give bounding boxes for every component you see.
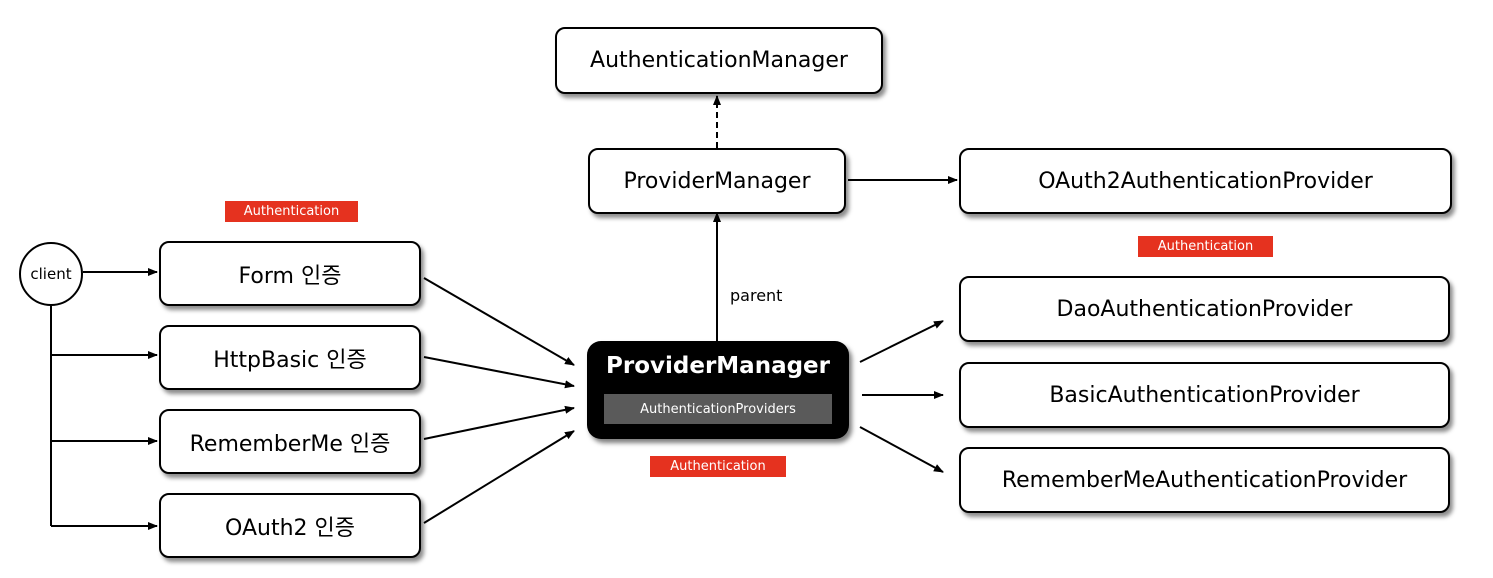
authentication-tag-center: Authentication: [650, 456, 786, 477]
oauth2-auth-label: OAuth2 인증: [225, 515, 355, 541]
arrow-oauth2-central: [423, 430, 575, 524]
rememberme-auth-label: RememberMe 인증: [189, 431, 391, 457]
form-auth-label: Form 인증: [238, 263, 342, 289]
client-node: client: [19, 242, 83, 306]
form-auth-box: Form 인증: [159, 241, 421, 306]
rememberme-provider-box: RememberMeAuthenticationProvider: [959, 447, 1450, 513]
httpbasic-auth-box: HttpBasic 인증: [159, 325, 421, 390]
basic-provider-box: BasicAuthenticationProvider: [959, 362, 1450, 428]
oauth2-provider-box: OAuth2AuthenticationProvider: [959, 148, 1452, 214]
authentication-tag-right: Authentication: [1138, 236, 1273, 257]
arrow-httpbasic-central: [423, 356, 575, 389]
rememberme-provider-label: RememberMeAuthenticationProvider: [1001, 467, 1408, 493]
parent-provider-manager-box: ProviderManager: [588, 148, 846, 214]
httpbasic-auth-label: HttpBasic 인증: [213, 347, 367, 373]
authentication-manager-label: AuthenticationManager: [590, 48, 848, 73]
dao-provider-box: DaoAuthenticationProvider: [959, 276, 1450, 342]
dao-provider-label: DaoAuthenticationProvider: [1056, 296, 1353, 322]
arrow-central-dao: [859, 320, 944, 363]
oauth2-provider-label: OAuth2AuthenticationProvider: [1038, 168, 1373, 194]
authentication-manager-box: AuthenticationManager: [555, 27, 883, 94]
central-title: ProviderManager: [606, 353, 830, 379]
parent-label: parent: [730, 286, 783, 305]
basic-provider-label: BasicAuthenticationProvider: [1049, 382, 1360, 408]
arrow-form-central: [423, 277, 575, 366]
authentication-tag-left: Authentication: [225, 201, 358, 222]
arrow-rememberme-central: [423, 405, 575, 440]
arrow-central-rememberme: [859, 426, 944, 473]
central-subtitle: AuthenticationProviders: [604, 394, 832, 424]
central-provider-manager: ProviderManager AuthenticationProviders: [587, 341, 849, 439]
rememberme-auth-box: RememberMe 인증: [159, 409, 421, 474]
oauth2-auth-box: OAuth2 인증: [159, 493, 421, 558]
parent-provider-manager-label: ProviderManager: [623, 168, 811, 194]
